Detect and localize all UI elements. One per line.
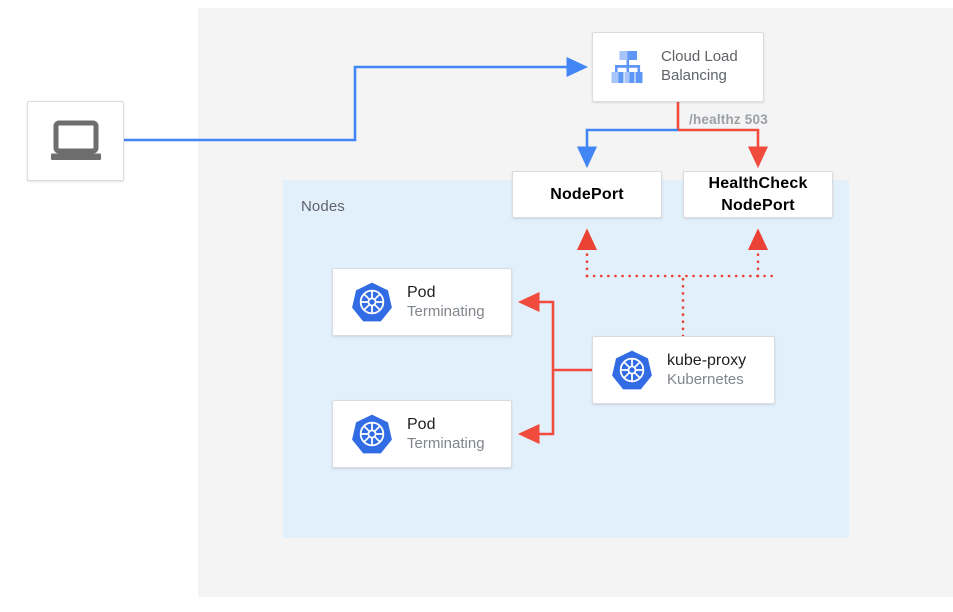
pod-2-status: Terminating bbox=[407, 434, 485, 452]
kubernetes-icon bbox=[611, 349, 653, 391]
pod-2-label: Pod bbox=[407, 415, 436, 433]
healthcheck-nodeport-node[interactable]: HealthCheck NodePort bbox=[683, 171, 833, 218]
pod-1-node[interactable]: Pod Terminating bbox=[332, 268, 512, 336]
healthz-edge-label: /healthz 503 bbox=[689, 112, 768, 127]
kubernetes-icon bbox=[351, 281, 393, 323]
cloud-load-balancing-icon bbox=[605, 45, 649, 89]
cloud-load-balancing-label: Cloud Load Balancing bbox=[661, 48, 738, 84]
nodeport-node[interactable]: NodePort bbox=[512, 171, 662, 218]
kube-proxy-node[interactable]: kube-proxy Kubernetes bbox=[592, 336, 775, 404]
pod-1-label: Pod bbox=[407, 283, 436, 301]
kube-proxy-label: kube-proxy bbox=[667, 351, 747, 369]
pod-2-node[interactable]: Pod Terminating bbox=[332, 400, 512, 468]
healthcheck-nodeport-label: HealthCheck NodePort bbox=[684, 173, 832, 216]
nodeport-label: NodePort bbox=[550, 185, 624, 203]
kubernetes-icon bbox=[351, 413, 393, 455]
pod-1-status: Terminating bbox=[407, 302, 485, 320]
kube-proxy-sublabel: Kubernetes bbox=[667, 370, 744, 388]
laptop-icon bbox=[50, 120, 102, 162]
client-node[interactable] bbox=[27, 101, 124, 181]
cloud-load-balancing-node[interactable]: Cloud Load Balancing bbox=[592, 32, 764, 102]
nodes-group-label: Nodes bbox=[301, 198, 345, 215]
healthcheck-nodeport-label-line1: HealthCheck bbox=[708, 174, 808, 192]
healthcheck-nodeport-label-line2: NodePort bbox=[721, 196, 795, 214]
